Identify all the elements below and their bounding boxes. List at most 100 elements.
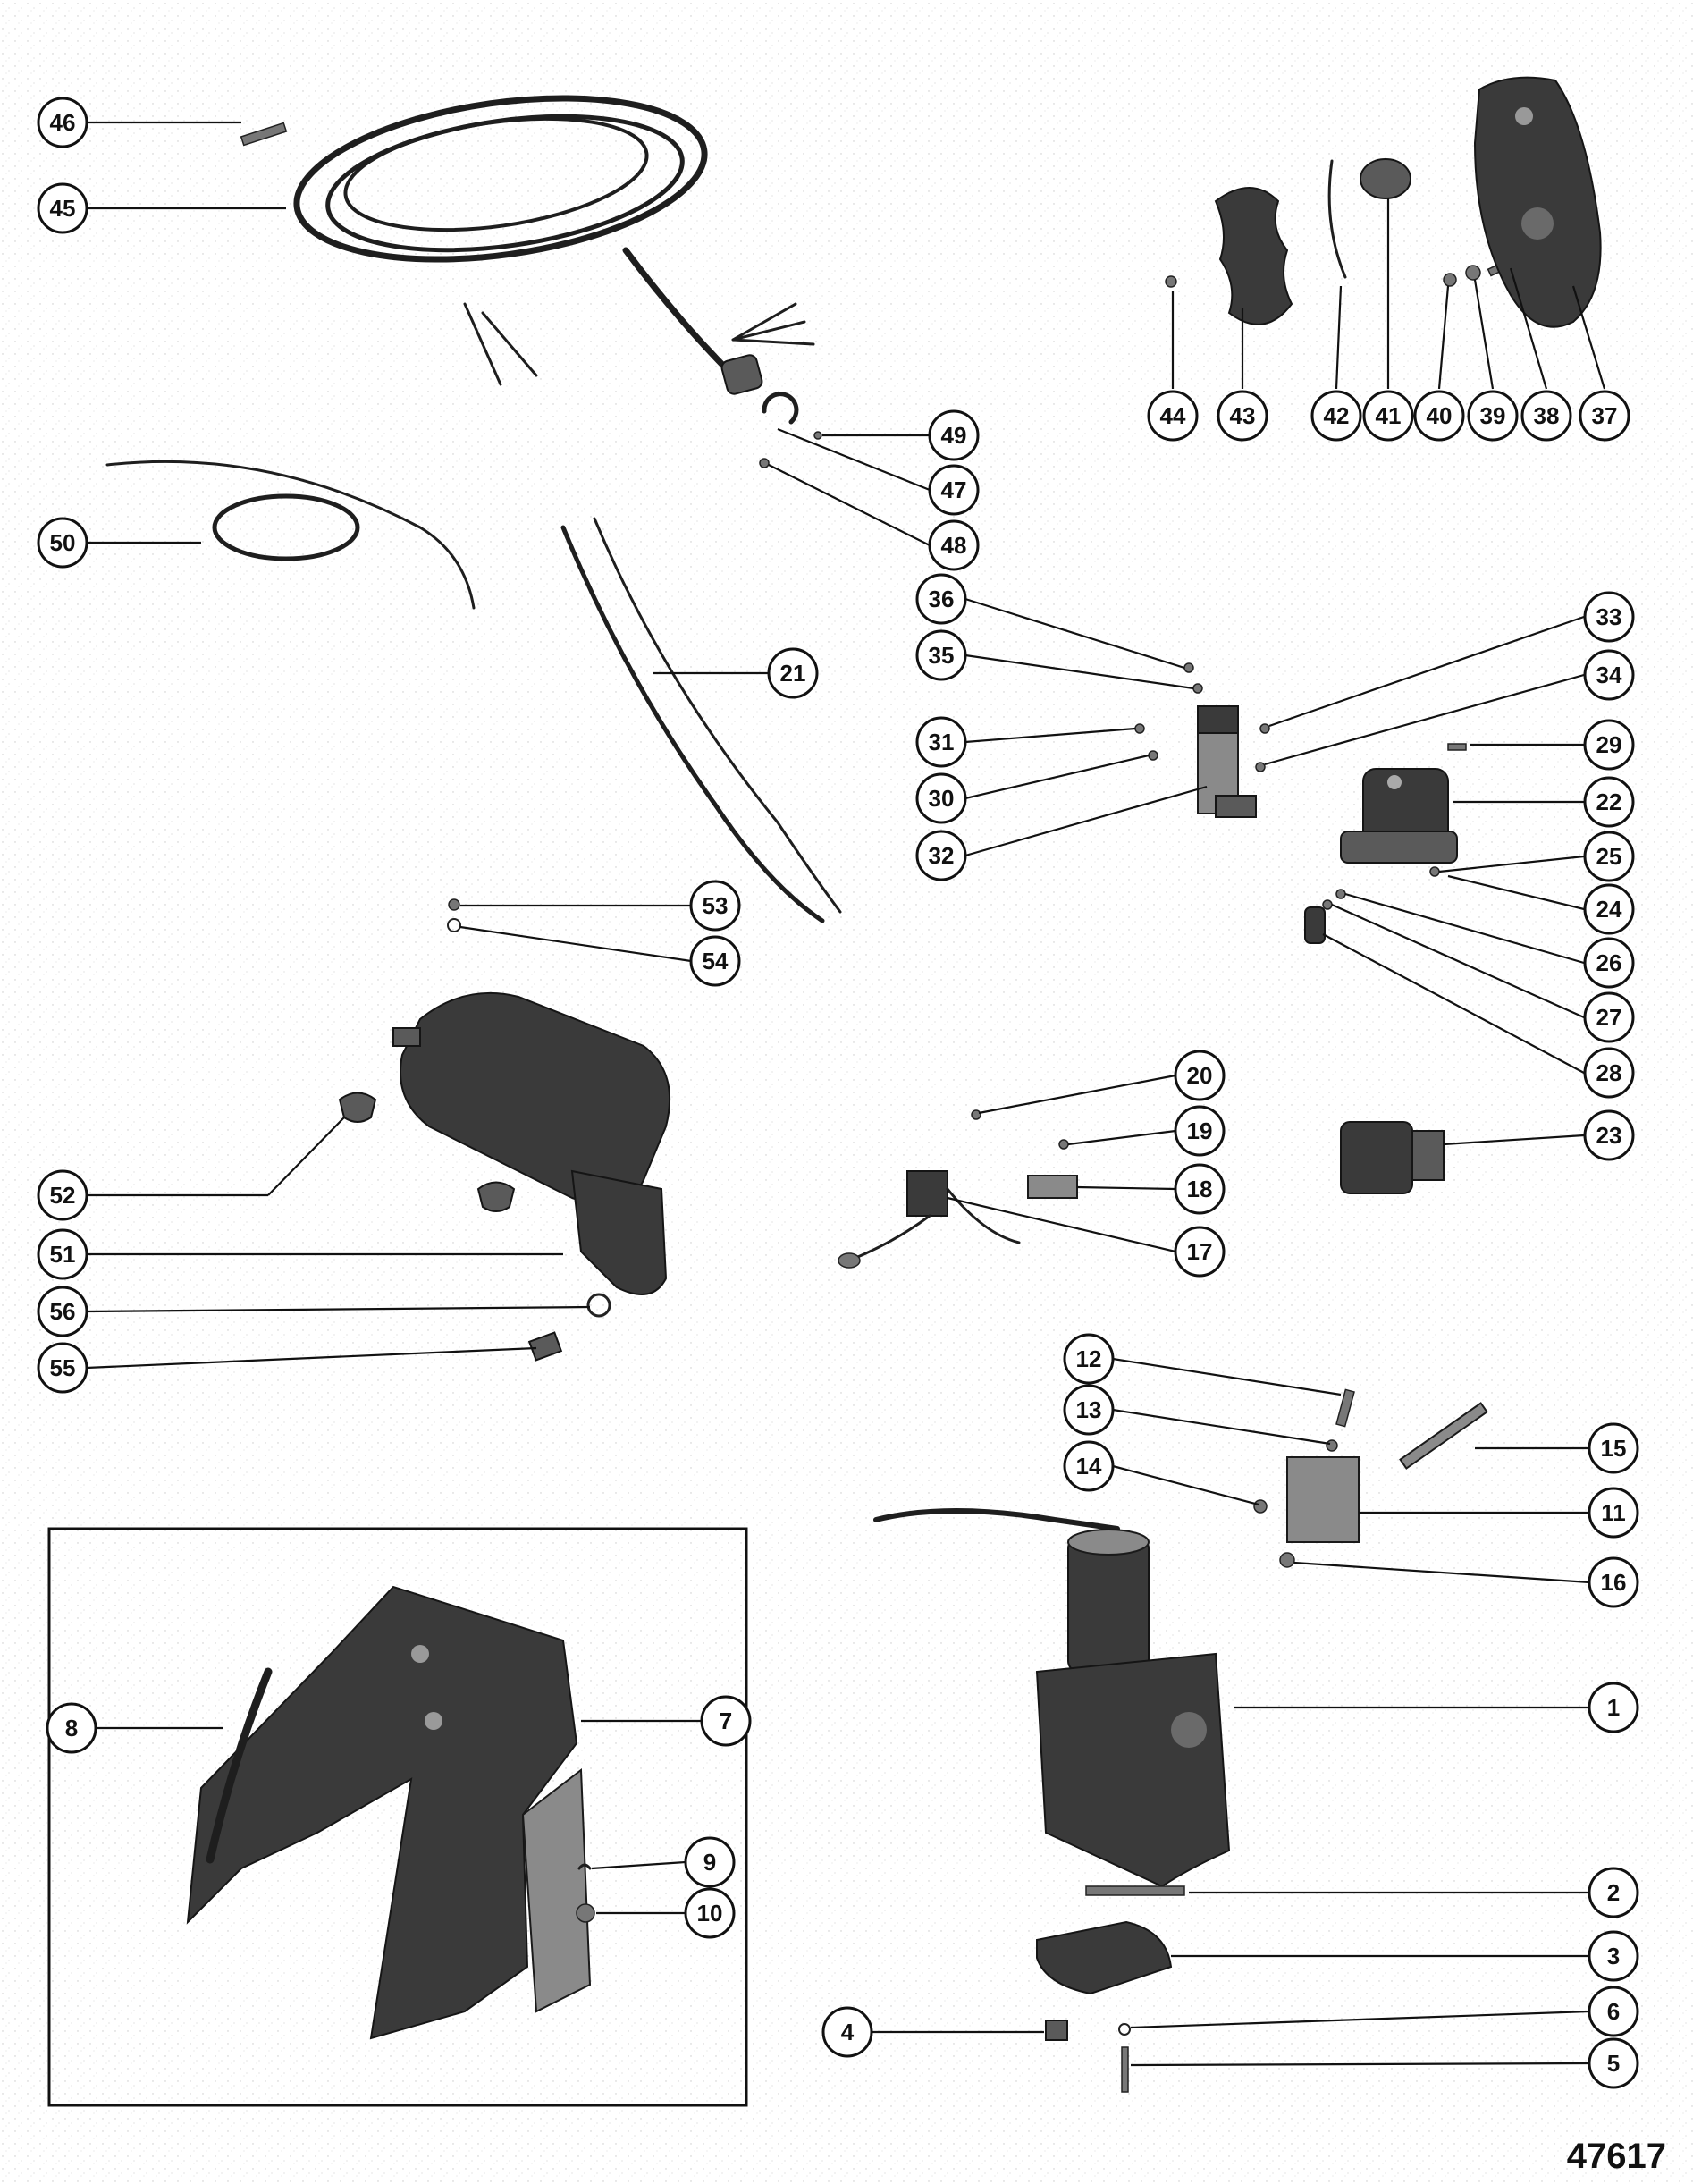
svg-text:41: 41: [1376, 402, 1402, 429]
callout-26: 26: [1583, 937, 1635, 989]
svg-text:22: 22: [1596, 788, 1622, 815]
svg-text:3: 3: [1607, 1943, 1620, 1969]
nut-16: [1279, 1552, 1295, 1568]
svg-text:48: 48: [941, 532, 967, 559]
svg-text:52: 52: [50, 1182, 76, 1209]
callout-1: 1: [1588, 1682, 1639, 1733]
figure-number: 47617: [1566, 2137, 1666, 2176]
switch-23: [1340, 1121, 1445, 1194]
svg-text:43: 43: [1230, 402, 1256, 429]
bracket-assembly-32: [1197, 705, 1257, 818]
svg-text:49: 49: [941, 422, 967, 449]
callout-39: 39: [1467, 390, 1519, 442]
callout-56: 56: [37, 1286, 88, 1337]
callout-37: 37: [1579, 390, 1630, 442]
callout-11: 11: [1588, 1487, 1639, 1539]
svg-text:56: 56: [50, 1298, 76, 1325]
callout-38: 38: [1520, 390, 1572, 442]
svg-text:12: 12: [1076, 1345, 1102, 1372]
clip-52b: [476, 1181, 516, 1212]
callout-44: 44: [1147, 390, 1199, 442]
washer-49: [813, 431, 822, 440]
callout-48: 48: [928, 519, 980, 571]
callout-52: 52: [37, 1169, 88, 1221]
callout-12: 12: [1063, 1333, 1115, 1385]
callout-22: 22: [1583, 776, 1635, 828]
svg-text:4: 4: [841, 2019, 855, 2045]
inset-box: [47, 1527, 748, 2107]
svg-text:28: 28: [1596, 1059, 1622, 1086]
screw-30: [1148, 750, 1158, 761]
callout-4: 4: [821, 2006, 873, 2058]
washer-20: [971, 1109, 981, 1120]
washer-31: [1134, 723, 1145, 734]
callout-49: 49: [928, 409, 980, 461]
callout-21: 21: [767, 647, 819, 699]
bolt-15: [1399, 1402, 1488, 1470]
callout-17: 17: [1174, 1226, 1226, 1278]
callout-40: 40: [1413, 390, 1465, 442]
washer-10: [576, 1903, 595, 1923]
svg-text:15: 15: [1601, 1435, 1627, 1462]
svg-text:55: 55: [50, 1354, 76, 1381]
callout-8: 8: [46, 1702, 97, 1754]
callout-43: 43: [1217, 390, 1268, 442]
callout-20: 20: [1174, 1050, 1226, 1101]
svg-text:53: 53: [703, 892, 729, 919]
svg-text:36: 36: [929, 586, 955, 612]
o-ring-54: [447, 918, 461, 932]
callout-51: 51: [37, 1228, 88, 1280]
svg-text:33: 33: [1596, 603, 1622, 630]
callout-10: 10: [684, 1887, 736, 1939]
wiring-harness-45: [293, 95, 815, 395]
svg-text:34: 34: [1596, 662, 1622, 688]
washer-34: [1255, 762, 1266, 772]
clamp-47: [762, 392, 799, 425]
callout-25: 25: [1583, 831, 1635, 882]
svg-text:10: 10: [697, 1900, 723, 1927]
nut-14: [1253, 1499, 1268, 1514]
svg-text:23: 23: [1596, 1122, 1622, 1149]
nut-33: [1259, 723, 1270, 734]
screw-25: [1429, 866, 1440, 877]
wire-21b: [593, 517, 842, 914]
washer-27: [1322, 899, 1333, 910]
svg-text:16: 16: [1601, 1569, 1627, 1596]
washer-36: [1183, 662, 1194, 673]
svg-text:51: 51: [50, 1241, 76, 1268]
callout-29: 29: [1583, 719, 1635, 771]
screw-4: [1045, 2020, 1068, 2041]
svg-text:44: 44: [1160, 402, 1186, 429]
svg-text:21: 21: [780, 660, 806, 687]
svg-text:32: 32: [929, 842, 955, 869]
callout-2: 2: [1588, 1867, 1639, 1918]
callout-45: 45: [37, 182, 88, 234]
callout-46: 46: [37, 97, 88, 148]
mounting-bracket-7: [186, 1585, 592, 2040]
svg-text:47: 47: [941, 476, 967, 503]
svg-text:13: 13: [1076, 1396, 1102, 1423]
svg-text:25: 25: [1596, 843, 1622, 870]
callout-50: 50: [37, 517, 88, 569]
svg-text:1: 1: [1607, 1694, 1620, 1721]
svg-text:30: 30: [929, 785, 955, 812]
svg-text:14: 14: [1076, 1453, 1102, 1480]
svg-text:42: 42: [1324, 402, 1350, 429]
svg-text:8: 8: [65, 1715, 78, 1741]
o-ring-6: [1118, 2023, 1131, 2036]
callout-9: 9: [684, 1836, 736, 1888]
svg-text:45: 45: [50, 195, 76, 222]
grommet-43: [1214, 187, 1293, 325]
callout-7: 7: [700, 1695, 752, 1747]
wire-21: [560, 525, 825, 923]
callout-32: 32: [915, 830, 967, 881]
callout-55: 55: [37, 1342, 88, 1394]
callout-41: 41: [1362, 390, 1414, 442]
callout-33: 33: [1583, 591, 1635, 643]
callout-13: 13: [1063, 1384, 1115, 1436]
svg-text:26: 26: [1596, 949, 1622, 976]
callout-18: 18: [1174, 1163, 1226, 1215]
svg-text:39: 39: [1480, 402, 1506, 429]
callout-19: 19: [1174, 1105, 1226, 1157]
